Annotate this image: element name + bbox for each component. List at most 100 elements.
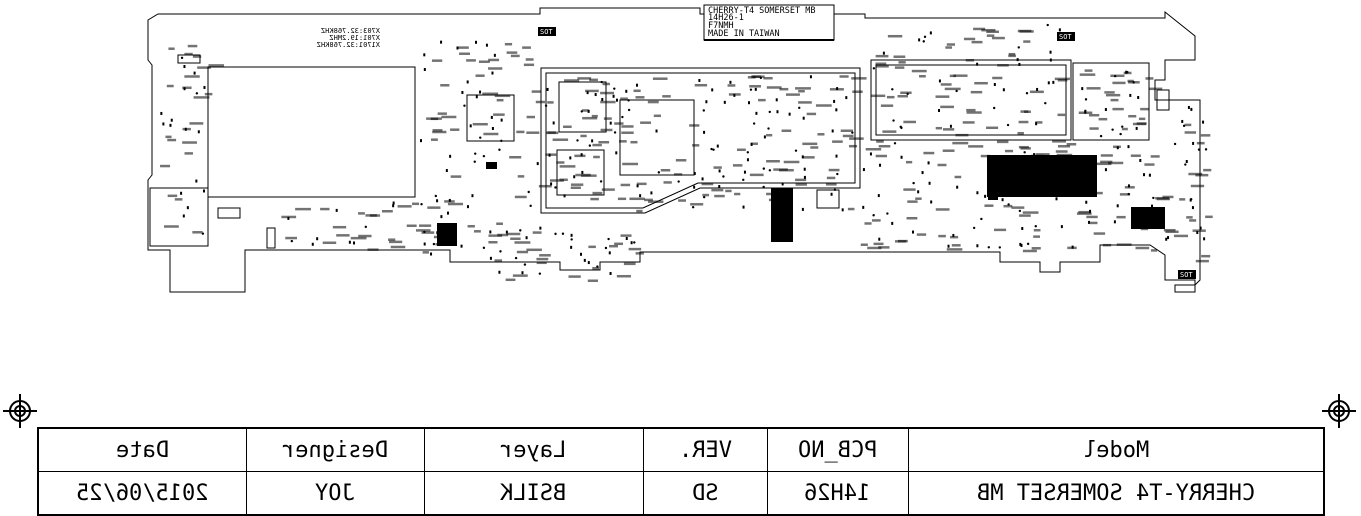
silkscreen-mark <box>877 194 880 198</box>
header-pcb-no: PCB_NO <box>766 427 909 472</box>
silkscreen-mark <box>968 145 984 148</box>
silkscreen-mark <box>620 183 631 187</box>
solid-component <box>987 155 1097 197</box>
silkscreen-mark <box>918 38 921 42</box>
silkscreen-mark <box>962 121 975 124</box>
silkscreen-mark <box>952 233 955 237</box>
silkscreen-mark <box>1019 242 1022 246</box>
silkscreen-mark <box>1104 91 1115 94</box>
silkscreen-mark <box>795 178 807 182</box>
silkscreen-mark <box>180 191 183 195</box>
silkscreen-mark <box>1079 73 1096 76</box>
silkscreen-mark <box>1140 107 1150 111</box>
silkscreen-mark <box>169 123 172 127</box>
silkscreen-mark <box>955 89 958 93</box>
silkscreen-mark <box>1141 212 1144 216</box>
silkscreen-mark <box>945 46 953 49</box>
silkscreen-mark <box>897 94 909 98</box>
silkscreen-mark <box>938 234 946 238</box>
silkscreen-mark <box>815 104 832 107</box>
board-info-line: MADE IN TAIWAN <box>708 29 780 39</box>
silkscreen-mark <box>1112 107 1124 111</box>
silkscreen-mark <box>510 54 520 58</box>
registration-target-icon <box>1322 394 1356 428</box>
silkscreen-mark <box>311 242 314 246</box>
silkscreen-mark <box>734 192 741 196</box>
silkscreen-mark <box>525 58 534 61</box>
silkscreen-mark <box>773 197 776 201</box>
silkscreen-mark <box>516 130 525 134</box>
silkscreen-mark <box>986 126 999 130</box>
silkscreen-mark <box>174 198 183 201</box>
silkscreen-mark <box>798 106 801 110</box>
silkscreen-mark <box>996 171 1006 175</box>
silkscreen-mark <box>580 134 587 138</box>
silkscreen-mark <box>711 188 724 192</box>
silkscreen-mark <box>802 156 815 159</box>
silkscreen-mark <box>512 274 528 277</box>
silkscreen-mark <box>201 232 205 235</box>
silkscreen-mark <box>365 214 377 217</box>
silkscreen-mark <box>167 194 178 198</box>
silkscreen-mark <box>491 71 494 75</box>
silkscreen-mark <box>1188 172 1203 176</box>
silkscreen-mark <box>488 241 498 244</box>
silkscreen-mark <box>208 64 225 67</box>
silkscreen-mark <box>581 109 589 112</box>
silkscreen-mark <box>781 182 784 186</box>
silkscreen-mark <box>702 195 706 199</box>
silkscreen-mark <box>506 232 521 236</box>
title-block-value-row: 2015/06/25 JOY BSILK SD 14H26 CHERRY-T4 … <box>37 471 1325 516</box>
silkscreen-mark <box>573 175 576 179</box>
silkscreen-mark <box>505 230 508 234</box>
silkscreen-mark <box>944 87 961 91</box>
silkscreen-mark <box>350 236 367 240</box>
silkscreen-mark <box>473 160 476 163</box>
value-designer: JOY <box>245 471 425 516</box>
component-marks <box>160 23 1213 282</box>
silkscreen-mark <box>475 40 478 44</box>
silkscreen-mark <box>886 212 889 215</box>
component-outline <box>816 189 840 209</box>
silkscreen-mark <box>527 190 530 194</box>
silkscreen-mark <box>420 203 423 206</box>
silkscreen-mark <box>882 130 897 133</box>
silkscreen-mark <box>1078 210 1092 214</box>
silkscreen-mark <box>475 95 478 99</box>
silkscreen-mark <box>184 52 193 56</box>
silkscreen-mark <box>616 274 631 278</box>
silkscreen-mark <box>929 31 932 35</box>
silkscreen-mark <box>891 221 894 225</box>
board-info-line: F7NMH <box>708 21 734 31</box>
silkscreen-mark <box>718 169 721 173</box>
silkscreen-mark <box>563 125 572 129</box>
silkscreen-mark <box>802 142 818 146</box>
silkscreen-mark <box>701 177 704 181</box>
silkscreen-mark <box>471 194 474 198</box>
silkscreen-mark <box>635 96 645 99</box>
silkscreen-mark <box>412 202 420 206</box>
silkscreen-mark <box>583 258 586 262</box>
silkscreen-mark <box>550 182 553 186</box>
silkscreen-mark <box>1173 234 1189 238</box>
silkscreen-mark <box>949 124 952 128</box>
silkscreen-mark <box>182 141 197 144</box>
silkscreen-mark <box>432 130 447 134</box>
silkscreen-mark <box>749 88 753 91</box>
silkscreen-mark <box>1113 145 1121 149</box>
silkscreen-mark <box>875 62 887 65</box>
silkscreen-mark <box>998 246 1002 249</box>
silkscreen-mark <box>1019 214 1031 217</box>
silkscreen-mark <box>795 183 807 186</box>
silkscreen-mark <box>432 129 443 132</box>
silkscreen-mark <box>505 278 516 282</box>
silkscreen-mark <box>488 234 503 237</box>
silkscreen-mark <box>1119 193 1131 196</box>
silkscreen-mark <box>1135 246 1150 250</box>
silkscreen-mark <box>436 199 439 203</box>
silkscreen-mark <box>570 186 581 189</box>
silkscreen-mark <box>1096 162 1112 166</box>
silkscreen-mark <box>183 65 186 69</box>
silkscreen-mark <box>483 132 499 136</box>
silkscreen-mark <box>526 131 540 134</box>
